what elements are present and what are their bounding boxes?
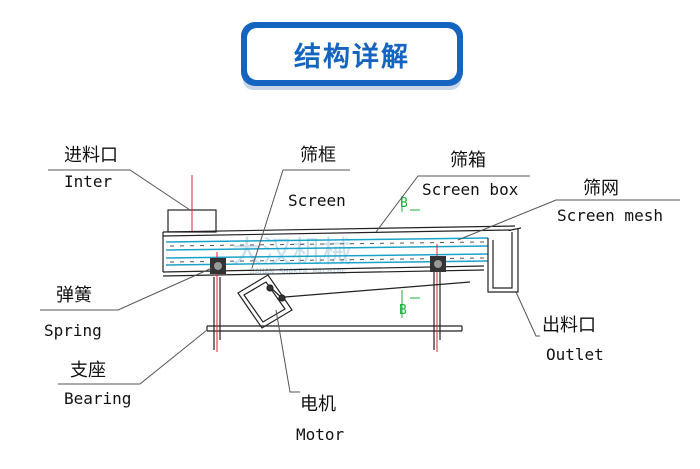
section-mark-top: B (400, 196, 420, 212)
label-screen-box-zh: 筛箱 (450, 150, 486, 171)
label-inlet-en: Inter (64, 172, 113, 191)
spring-right (430, 256, 446, 272)
label-inlet-zh: 进料口 (64, 145, 118, 166)
section-mark-label-bottom: B (399, 303, 407, 318)
label-outlet-en: Outlet (546, 345, 604, 364)
header-inner: 结构详解 (247, 28, 457, 80)
leader-lines (40, 169, 680, 393)
page-title: 结构详解 (294, 41, 410, 73)
label-bearing-zh: 支座 (70, 360, 106, 381)
section-mark-label-top: B (400, 196, 408, 211)
label-motor-zh: 电机 (300, 394, 336, 415)
label-screen-box-en: Screen box (422, 180, 519, 199)
label-outlet-zh: 出料口 (542, 315, 596, 336)
label-screen-mesh-en: Screen mesh (557, 206, 663, 225)
label-spring-zh: 弹簧 (56, 285, 92, 306)
label-spring-en: Spring (44, 321, 102, 340)
spring-left (210, 258, 226, 274)
label-screen-en: Screen (288, 191, 346, 210)
section-mark-bottom: B (399, 290, 420, 318)
label-screen-mesh-zh: 筛网 (583, 178, 619, 199)
support-frame (206, 272, 463, 350)
motor (237, 274, 471, 329)
outlet-chute (487, 227, 522, 293)
watermark-subtext: DAHAN SHAKER MACHINE (250, 267, 347, 276)
label-motor-en: Motor (296, 425, 345, 444)
label-bearing-en: Bearing (64, 389, 131, 408)
label-screen-zh: 筛框 (300, 145, 336, 166)
inlet-hopper (167, 175, 217, 233)
header-banner: 结构详解 (241, 22, 463, 86)
